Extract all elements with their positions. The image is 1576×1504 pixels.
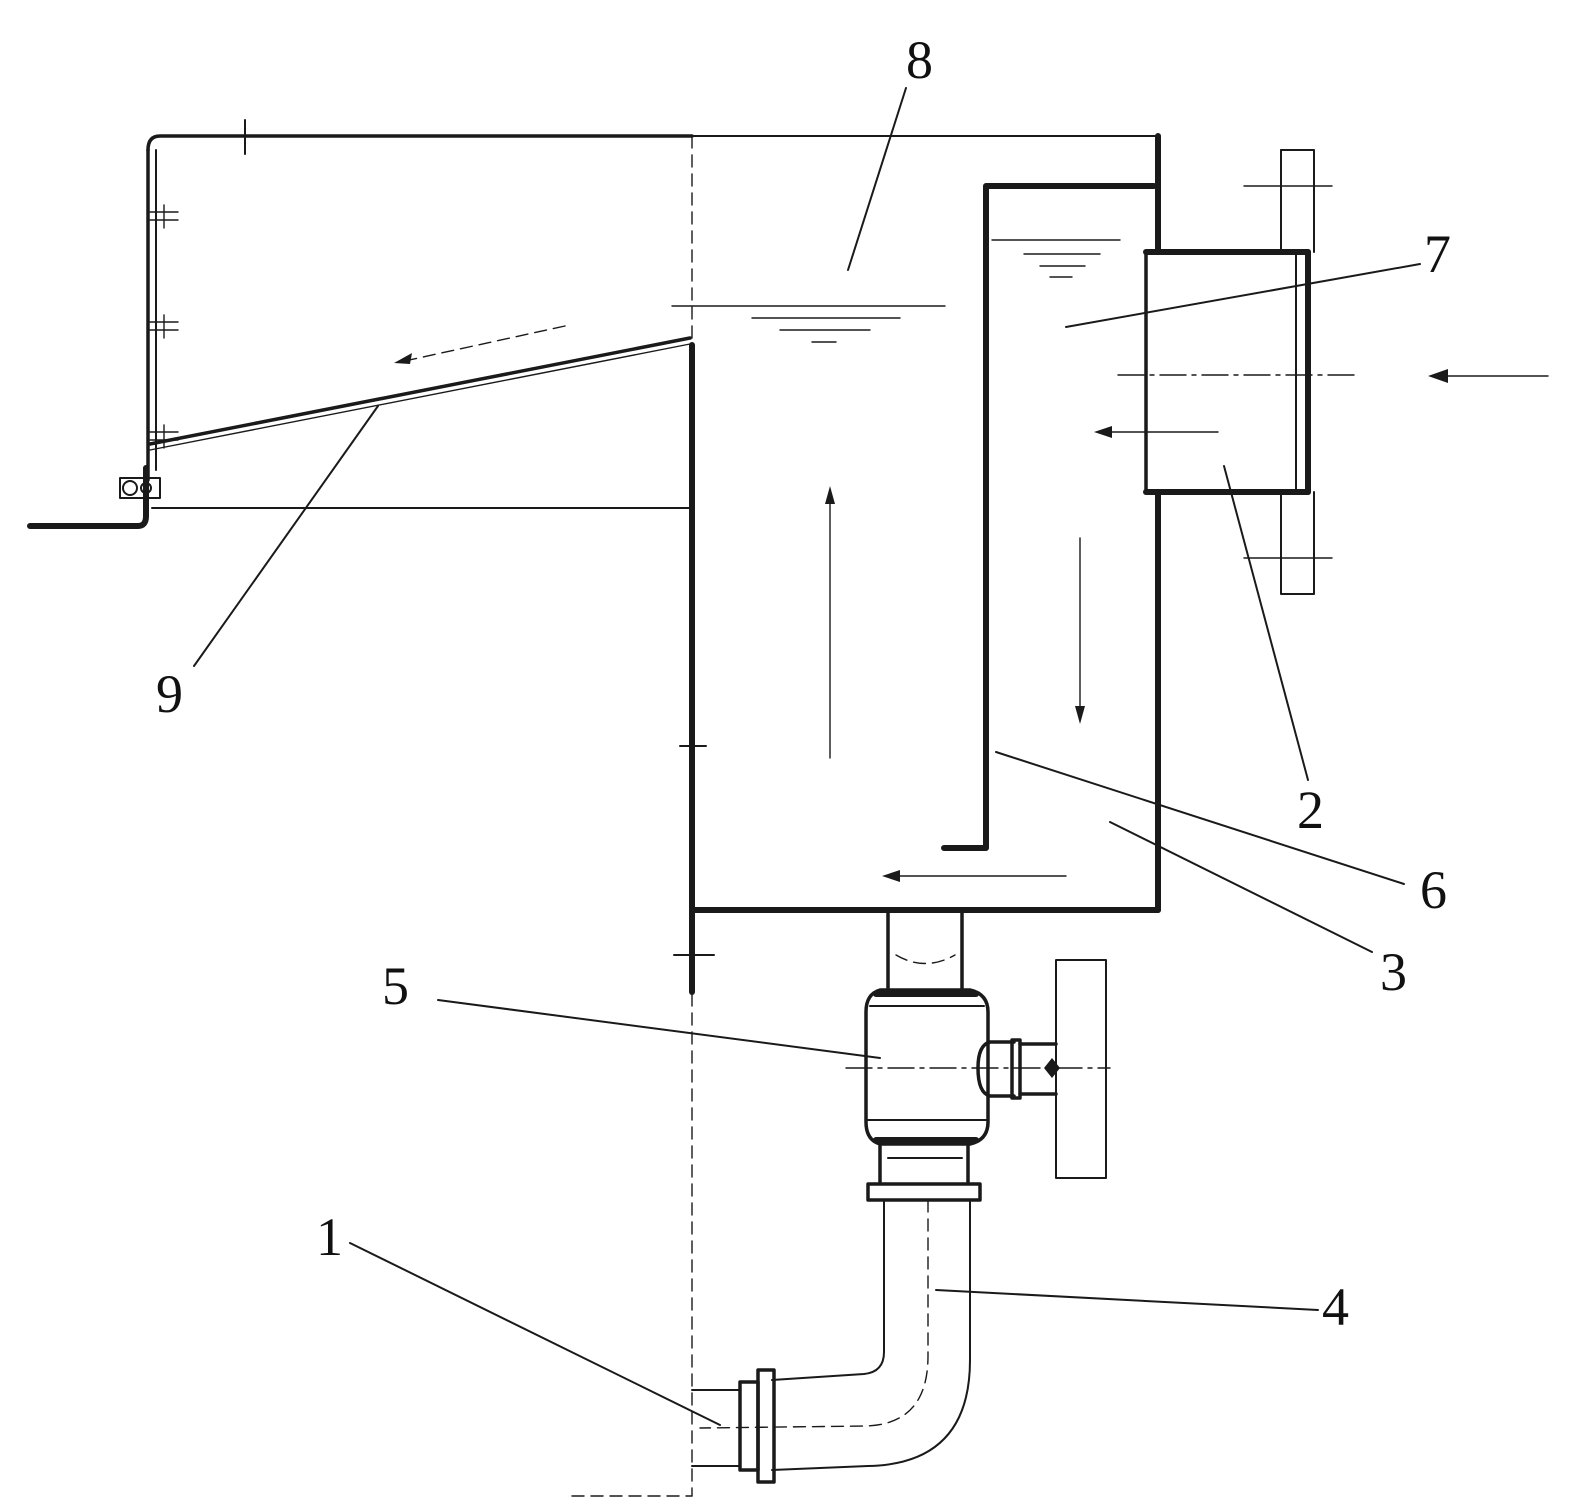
inlet-flange (1243, 149, 1333, 595)
leader-3 (1109, 821, 1373, 953)
inner-baffle (941, 183, 1157, 851)
callout-4: 4 (1322, 1277, 1349, 1337)
callout-1: 1 (316, 1207, 343, 1267)
handwheel (1055, 959, 1107, 1179)
flow-arrow (1075, 537, 1085, 724)
inflow-arrow (1428, 369, 1549, 383)
leader-1 (349, 1242, 721, 1426)
wall-bolt (149, 314, 179, 339)
outlet-nozzle (691, 1368, 776, 1484)
leader-8 (847, 87, 907, 271)
callout-5: 5 (382, 956, 409, 1016)
leader-7 (1065, 263, 1421, 328)
flow-arrow (825, 486, 835, 759)
callout-labels: 1 2 3 4 5 6 7 8 9 (156, 30, 1451, 1337)
water-level (671, 305, 946, 343)
inlet-pipe (1117, 149, 1361, 595)
leader-4 (935, 1289, 1319, 1311)
valve-stem (976, 1038, 1060, 1100)
mounting-bracket (27, 465, 149, 529)
water-level (991, 239, 1121, 278)
callout-7: 7 (1424, 224, 1451, 284)
leader-2 (1223, 465, 1309, 781)
leader-6 (995, 751, 1405, 885)
inclined-plate (148, 336, 692, 451)
leader-9 (193, 405, 379, 667)
bracket-nut (119, 477, 161, 499)
callout-2: 2 (1297, 780, 1324, 840)
callout-3: 3 (1380, 942, 1407, 1002)
overflow-hopper (27, 119, 694, 529)
outlet-stub (886, 910, 964, 992)
tank-body (671, 133, 1161, 995)
callout-8: 8 (906, 30, 933, 90)
flow-arrow (882, 870, 1067, 882)
wall-bolt (149, 204, 179, 229)
leader-5 (437, 999, 881, 1059)
flow-arrow (1094, 426, 1219, 438)
valve (845, 959, 1111, 1202)
elbow-pipe (699, 1199, 971, 1471)
callout-9: 9 (156, 664, 183, 724)
callout-6: 6 (1420, 860, 1447, 920)
flow-arrow (394, 325, 566, 364)
pipe-flange (866, 1182, 982, 1202)
leader-lines (193, 87, 1421, 1426)
